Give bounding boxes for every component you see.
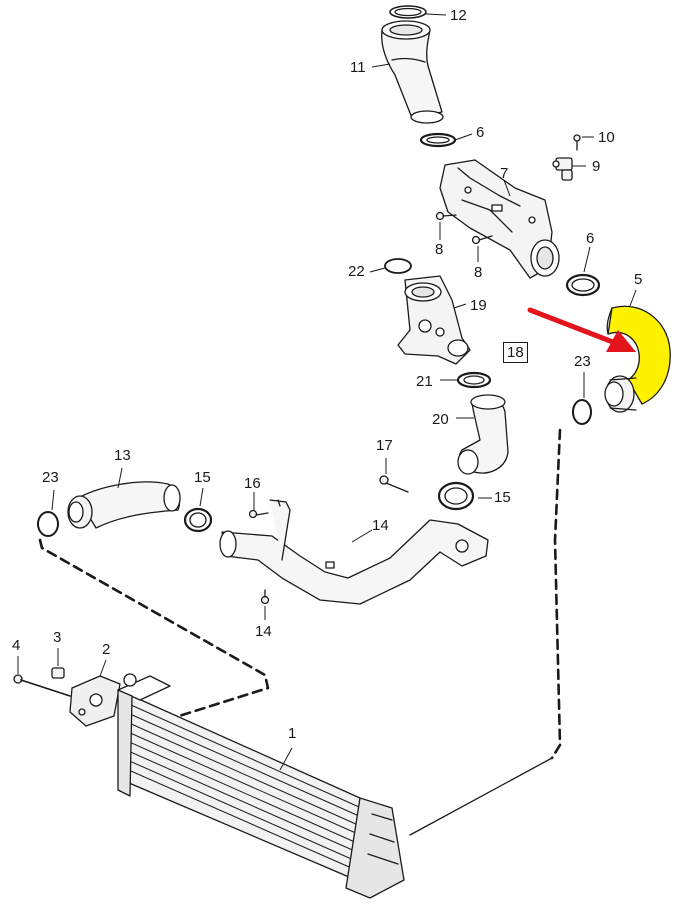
callout-22: 22 [348,263,365,280]
leader-lines [17,13,637,771]
callout-23-left: 23 [42,469,59,486]
callout-14-pipe: 14 [372,517,389,534]
part-21-clamp [456,371,492,389]
part-1-intercooler [117,673,405,899]
callout-9: 9 [592,158,601,175]
callout-16: 16 [244,475,261,492]
part-6-clamp-right [565,273,601,297]
part-17-bolt [379,475,409,493]
callout-8-a: 8 [435,241,444,258]
callout-20: 20 [432,411,449,428]
callout-12: 12 [450,7,467,24]
part-23-ring-left [37,511,59,537]
part-5-hose-highlighted [606,305,671,405]
part-13-left-hose [77,481,181,529]
part-23-fitting-right [604,375,637,413]
part-23-fitting-left [67,495,93,529]
part-10-screw [573,134,581,151]
callout-10: 10 [598,129,615,146]
part-20-elbow-hose [457,394,509,475]
part-11-upper-pipe [381,20,444,124]
part-16-bolt [248,509,269,519]
leader-cooler-outlet [409,757,553,836]
part-8-bolt-b [471,235,493,245]
callout-4: 4 [12,637,21,654]
part-2-bracket [69,675,121,727]
red-arrow-icon [527,307,636,352]
callout-15-right: 15 [494,489,511,506]
part-6-clamp-top [419,132,457,148]
callout-17: 17 [376,437,393,454]
callout-23-right: 23 [574,353,591,370]
callout-14-bolt: 14 [255,623,272,640]
callout-6-right: 6 [586,230,595,247]
part-8-bolt-a [435,211,457,221]
part-12-gasket [389,5,427,19]
routing-dashed-lines [38,428,562,760]
part-9-sensor [552,157,573,181]
callout-11: 11 [350,59,366,76]
callout-3: 3 [53,629,62,646]
part-7-intake-housing [439,159,560,279]
callout-21: 21 [416,373,433,390]
part-15-clamp-right [437,481,475,511]
part-22-ring [384,258,412,274]
callout-7: 7 [500,165,509,182]
part-23-ring-right [572,399,592,425]
callout-1: 1 [288,725,297,742]
callout-6-top: 6 [476,124,485,141]
part-15-clamp-left [183,507,213,533]
callout-5: 5 [634,271,643,288]
callout-15-left: 15 [194,469,211,486]
callout-13: 13 [114,447,131,464]
callout-18: 18 [503,342,528,363]
callout-8-b: 8 [474,264,483,281]
callout-19: 19 [470,297,487,314]
part-14-bolt-lower [260,589,270,605]
callout-2: 2 [102,641,111,658]
part-14-long-pipe [219,499,489,605]
part-4-long-bolt [13,674,71,697]
part-3-nut [51,667,65,679]
part-19-valve-housing [397,275,471,365]
